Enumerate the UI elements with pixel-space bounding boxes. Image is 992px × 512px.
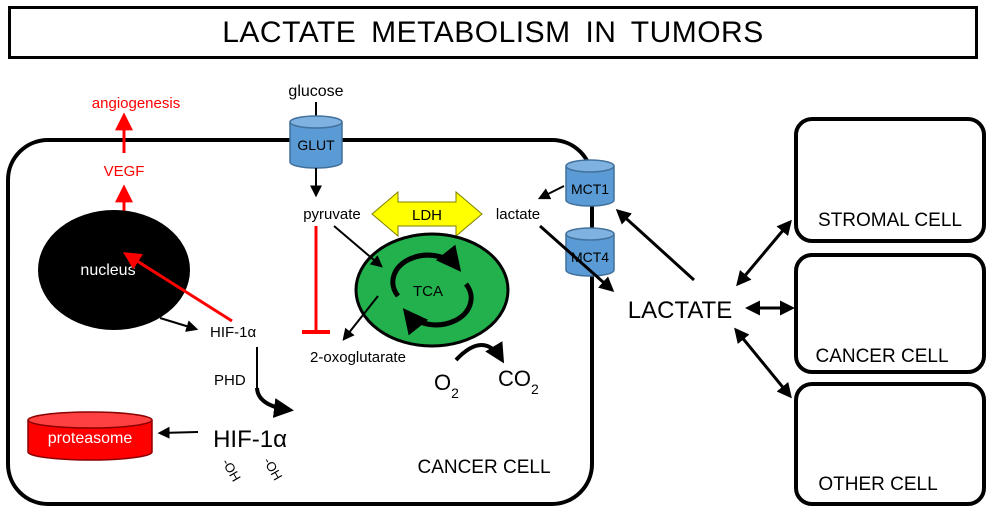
- diagram-title: LACTATE METABOLISM IN TUMORS: [222, 15, 764, 49]
- oxoglutarate-label: 2-oxoglutarate: [310, 349, 406, 366]
- hif1a-hydroxylated-label: HIF-1α: [213, 426, 287, 453]
- o2-to-co2-arrow: [454, 341, 505, 364]
- glucose-label: glucose: [288, 83, 343, 100]
- nucleus-label: nucleus: [80, 262, 135, 279]
- glut-label: GLUT: [297, 137, 335, 153]
- co2-subscript: 2: [531, 381, 539, 397]
- mct4-transporter: [565, 227, 615, 277]
- mct1-label: MCT1: [571, 181, 609, 197]
- o2-label: O2: [434, 370, 459, 401]
- tca-cycle-arrows: [390, 244, 474, 336]
- glut-transporter: [289, 115, 343, 169]
- ldh-label: LDH: [412, 207, 442, 224]
- ldh-double-arrow: [371, 190, 483, 238]
- oh-group-2: -OH: [260, 455, 285, 483]
- nucleus: [38, 210, 190, 330]
- pyruvate-label: pyruvate: [303, 206, 361, 223]
- lactate-extracellular-label: LACTATE: [628, 297, 732, 324]
- lactate-ext-to-mct1-arrow: [615, 208, 696, 282]
- oh-group-1: -OH: [219, 456, 244, 484]
- lactate-stromal-arrow: [736, 219, 792, 287]
- hif1a-to-nucleus-arrow: [122, 252, 233, 323]
- tca-mitochondrion: [354, 232, 510, 348]
- lactate-label: lactate: [496, 206, 540, 223]
- proteasome-cylinder: [27, 411, 153, 461]
- title-box: LACTATE METABOLISM IN TUMORS: [8, 6, 978, 59]
- hif1a-to-proteasome-arrow: [157, 426, 199, 439]
- co2-label: CO2: [498, 366, 539, 397]
- pyruvate-to-tca-arrow: [333, 225, 383, 268]
- nucleus-to-hif1a-arrow: [159, 317, 199, 332]
- co2-main: CO: [498, 366, 531, 391]
- vegf-label: VEGF: [104, 163, 145, 180]
- o2-main: O: [434, 370, 451, 395]
- cancer-cell-box: [794, 253, 986, 374]
- tca-label: TCA: [413, 283, 443, 300]
- phd-curved-arrow: [255, 387, 294, 418]
- other-cell-label: OTHER CELL: [818, 474, 937, 495]
- mct1-transporter: [565, 159, 615, 207]
- stromal-cell-box: [794, 117, 986, 243]
- hif1a-label: HIF-1α: [210, 324, 257, 341]
- proteasome-label: proteasome: [48, 430, 133, 447]
- cancer-cell-right-label: CANCER CELL: [815, 346, 948, 367]
- tca-to-oxoglutarate-arrow: [342, 295, 379, 341]
- o2-subscript: 2: [451, 385, 459, 401]
- cancer-cell-inner-label: CANCER CELL: [417, 457, 550, 478]
- phd-label: PHD: [214, 372, 246, 389]
- mct1-to-lactate-arrow: [537, 185, 565, 200]
- lactate-to-mct4-arrow: [539, 224, 615, 292]
- angiogenesis-label: angiogenesis: [92, 95, 180, 112]
- lactate-other-arrow: [734, 327, 792, 399]
- other-cell-box: [794, 382, 986, 506]
- stromal-cell-label: STROMAL CELL: [818, 210, 962, 231]
